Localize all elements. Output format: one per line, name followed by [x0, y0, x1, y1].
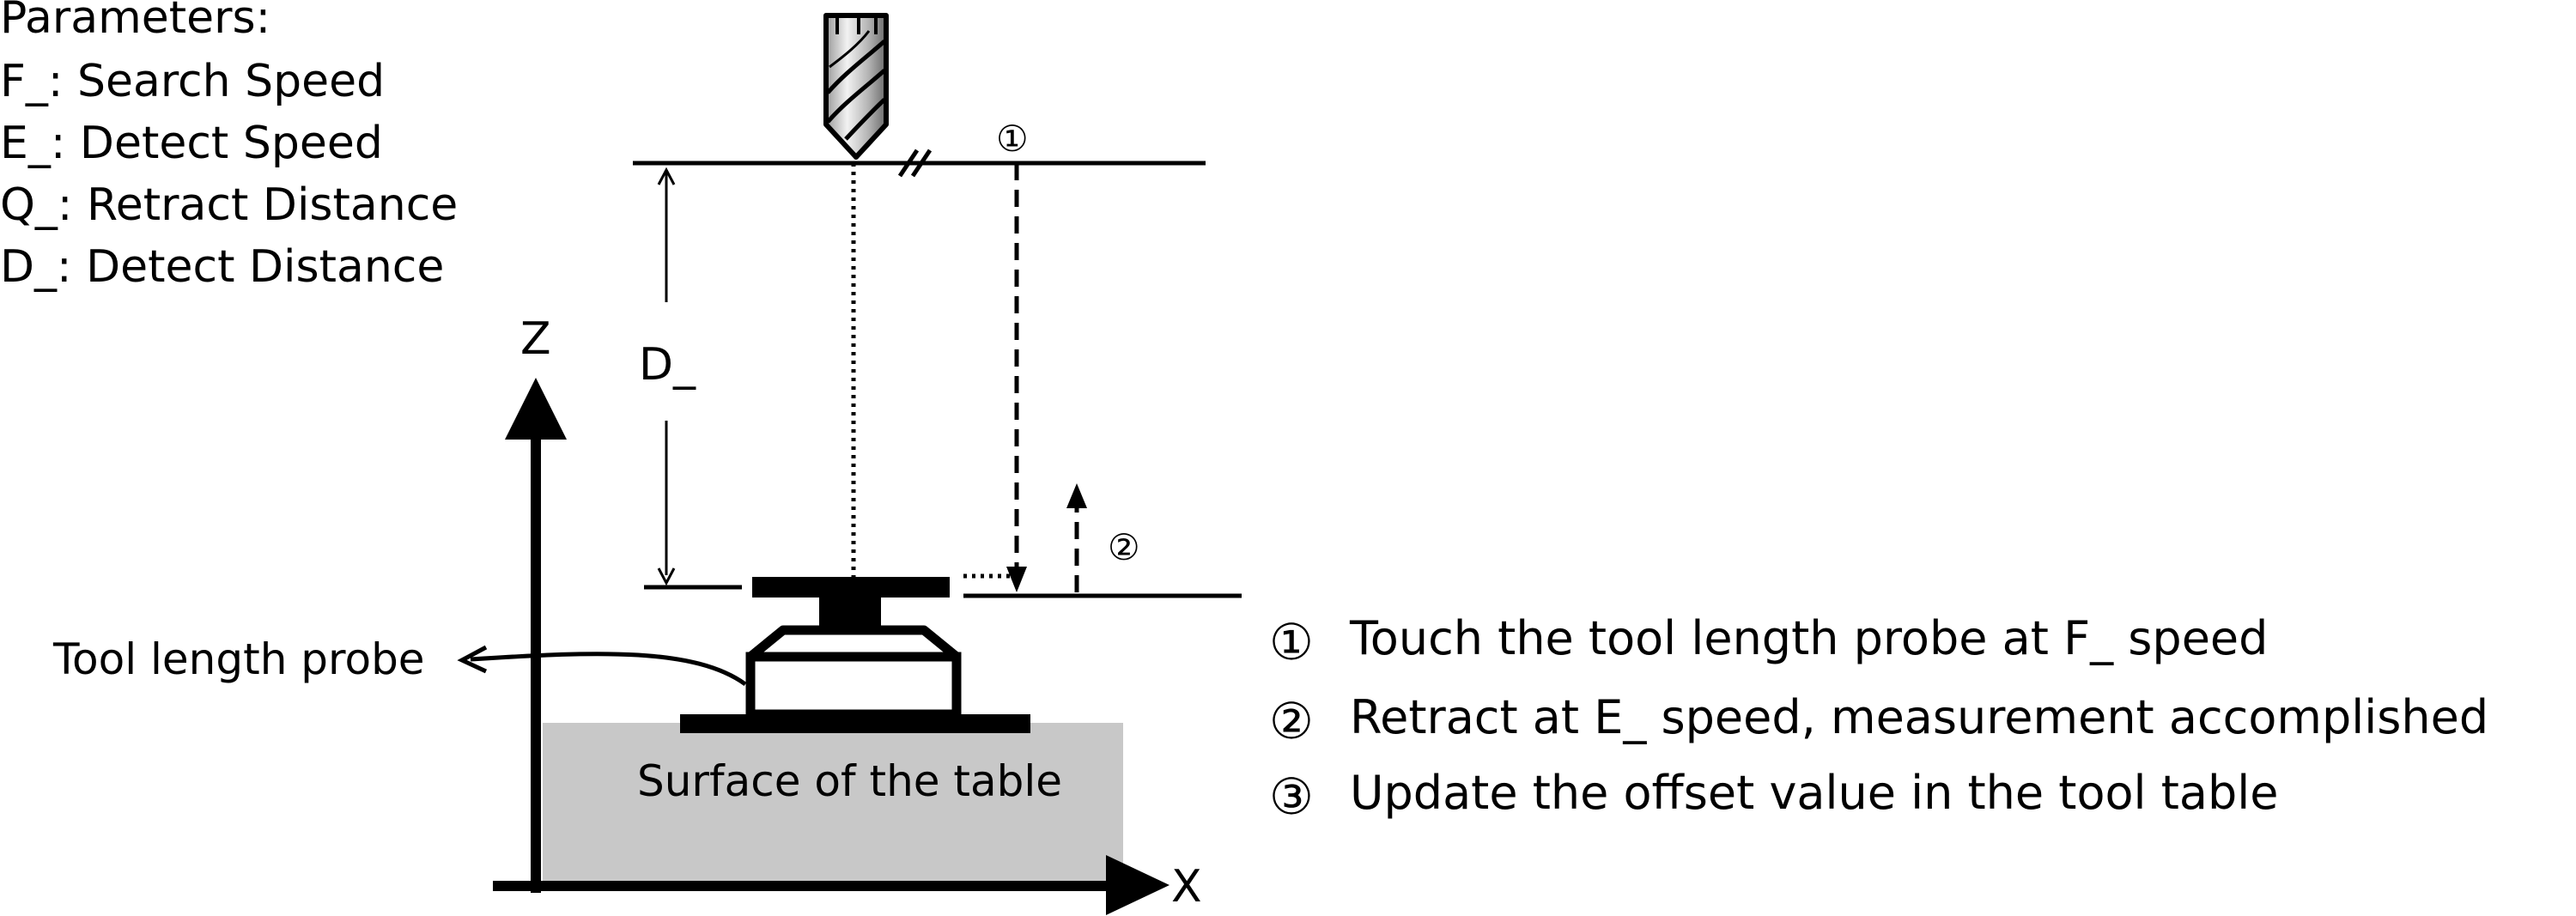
break-symbol: [897, 149, 933, 178]
step-3-marker: ③: [1269, 767, 1314, 826]
search-path: ①: [996, 118, 1029, 592]
table-surface-label: Surface of the table: [637, 756, 1062, 806]
x-axis-label: X: [1171, 861, 1202, 913]
table-surface: [543, 723, 1123, 890]
retract-path: ②: [1066, 483, 1140, 592]
step-2-text: Retract at E_ speed, measurement accompl…: [1350, 690, 2488, 744]
parameter-f: F_: Search Speed: [0, 56, 385, 107]
retract-path-arrowhead: [1066, 483, 1087, 508]
probe-label: Tool length probe: [52, 634, 425, 684]
parameters-heading: Parameters:: [0, 0, 270, 44]
parameter-q: Q_: Retract Distance: [0, 179, 458, 231]
search-path-arrowhead: [1006, 567, 1027, 592]
steps-list: ① Touch the tool length probe at F_ spee…: [1269, 611, 2488, 826]
marker-1: ①: [996, 118, 1029, 160]
end-mill-tool: [823, 13, 889, 160]
parameter-d: D_: Detect Distance: [0, 241, 444, 293]
probe-pointer-arrowhead: [457, 645, 488, 674]
z-axis: Z: [505, 313, 567, 893]
x-axis: X: [493, 855, 1202, 915]
step-2-marker: ②: [1269, 692, 1314, 750]
probe-pointer-line: [470, 652, 747, 687]
parameters-block: Parameters: F_: Search Speed E_: Detect …: [0, 0, 458, 293]
detect-distance-dimension: D_: [639, 167, 742, 590]
marker-2: ②: [1108, 526, 1140, 568]
parameter-e: E_: Detect Speed: [0, 118, 383, 169]
z-axis-label: Z: [520, 313, 551, 365]
x-axis-arrowhead: [1106, 855, 1170, 915]
step-1-text: Touch the tool length probe at F_ speed: [1349, 611, 2268, 665]
tool-length-probe: [680, 577, 1030, 733]
step-1-marker: ①: [1269, 613, 1314, 671]
z-axis-arrowhead: [505, 378, 567, 440]
dimension-label: D_: [639, 339, 696, 391]
step-3-text: Update the offset value in the tool tabl…: [1350, 766, 2278, 820]
